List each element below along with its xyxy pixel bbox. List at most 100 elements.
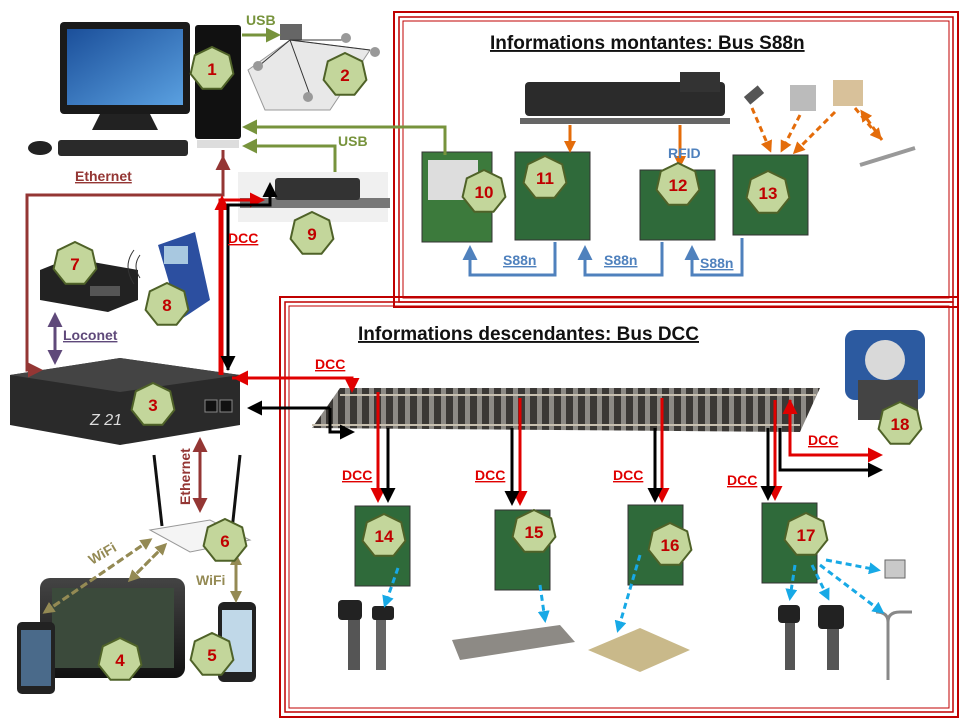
relay-17	[884, 559, 906, 579]
output-arrow-15	[537, 584, 550, 623]
label-dcc-15: DCC	[475, 467, 505, 483]
label-usb-2: USB	[338, 133, 368, 149]
label-dcc-9: DCC	[228, 230, 258, 246]
node-number-16: 16	[661, 536, 680, 555]
z21-logo: Z 21	[89, 412, 122, 429]
output-arrow-17d	[825, 558, 881, 575]
node-number-11: 11	[536, 169, 554, 188]
track-section	[312, 388, 820, 432]
output-arrow-14	[382, 567, 400, 608]
output-arrow-16	[614, 554, 642, 633]
upstream-title: Informations montantes: Bus S88n	[490, 33, 805, 54]
node-badge-11: 11	[522, 154, 568, 199]
node-badge-17: 17	[783, 511, 829, 556]
label-dcc-track: DCC	[315, 356, 345, 372]
node-badge-13: 13	[745, 169, 791, 214]
output-arrow-17b	[810, 564, 830, 601]
node-badge-14: 14	[361, 512, 407, 557]
node-badge-1: 1	[189, 45, 235, 90]
dcc-link-track	[232, 376, 360, 393]
label-s88n-2: S88n	[604, 252, 637, 268]
node-number-13: 13	[759, 184, 778, 203]
node-number-7: 7	[70, 255, 79, 274]
sensor-components	[743, 80, 916, 167]
node-number-15: 15	[525, 523, 544, 542]
label-usb-1: USB	[246, 12, 276, 28]
wifi-arrow-tablet-back	[128, 542, 168, 582]
node-number-6: 6	[220, 532, 229, 551]
s88n-link-13-12	[684, 238, 744, 277]
label-dcc-17: DCC	[727, 472, 757, 488]
mouse	[28, 141, 52, 155]
node-badge-7: 7	[52, 240, 98, 285]
rail-link-track	[328, 408, 355, 440]
node-badge-5: 5	[189, 631, 235, 676]
node-badge-3: 3	[130, 381, 176, 426]
node-number-2: 2	[340, 66, 349, 85]
label-s88n-3: S88n	[700, 255, 733, 271]
node-number-14: 14	[375, 527, 394, 546]
tablet	[40, 578, 185, 678]
label-dcc-16: DCC	[613, 467, 643, 483]
node-badge-18: 18	[877, 400, 923, 445]
node-number-3: 3	[148, 396, 157, 415]
node-number-5: 5	[207, 646, 216, 665]
node-badge-8: 8	[144, 281, 190, 326]
node-badge-6: 6	[202, 517, 248, 562]
node-number-8: 8	[162, 296, 171, 315]
sensor-arrow-13e	[853, 107, 882, 141]
s88n-link-11-10	[462, 242, 557, 277]
label-wifi-1: WiFi	[86, 539, 119, 568]
node-badge-4: 4	[97, 636, 143, 681]
label-wifi-2: WiFi	[196, 572, 225, 588]
sensor-arrow-13b	[780, 114, 802, 153]
downstream-frame	[279, 296, 959, 718]
node-badge-2: 2	[322, 51, 368, 96]
computer-monitor	[28, 22, 190, 156]
node-number-12: 12	[669, 176, 688, 195]
node-number-1: 1	[207, 60, 216, 79]
sensor-arrow-13a	[750, 107, 772, 153]
sensor-arrow-13c	[792, 110, 837, 155]
label-dcc-14: DCC	[342, 467, 372, 483]
dcc-link-9	[218, 192, 265, 375]
node-number-10: 10	[475, 183, 494, 202]
street-lamp	[875, 610, 912, 680]
node-number-9: 9	[307, 225, 316, 244]
output-arrow-17c	[819, 563, 885, 614]
node-badge-16: 16	[647, 521, 693, 566]
sensor-arrow-13d	[860, 109, 884, 141]
keyboard	[58, 140, 188, 156]
node-number-4: 4	[115, 651, 125, 670]
handheld-controller	[127, 232, 210, 320]
node-number-18: 18	[891, 415, 910, 434]
label-ethernet-pc: Ethernet	[75, 168, 132, 184]
label-s88n-1: S88n	[503, 252, 536, 268]
steam-locomotive	[520, 72, 730, 124]
label-loconet: Loconet	[63, 327, 118, 343]
phone-left	[17, 622, 55, 694]
usb-link-10	[242, 119, 447, 155]
s88n-link-12-11	[577, 242, 664, 277]
node-badge-15: 15	[511, 508, 557, 553]
z21-central: Z 21	[10, 358, 240, 445]
node-badge-9: 9	[289, 210, 335, 255]
label-dcc-18: DCC	[808, 432, 838, 448]
output-arrow-17a	[785, 564, 798, 601]
signal-17b	[818, 605, 844, 670]
node-badge-12: 12	[655, 161, 701, 206]
signal-17a	[778, 605, 800, 670]
level-crossing-16	[588, 628, 690, 672]
node-badge-10: 10	[461, 168, 507, 213]
downstream-title: Informations descendantes: Bus DCC	[358, 324, 699, 345]
thomas-locomotive	[845, 330, 925, 420]
signal-14	[338, 600, 394, 670]
usb-link-9	[242, 138, 337, 172]
label-ethernet-router: Ethernet	[177, 448, 193, 505]
label-rfid: RFID	[668, 145, 701, 161]
node-number-17: 17	[797, 526, 816, 545]
turnout-15	[452, 625, 575, 660]
feedback-module-13	[732, 154, 809, 236]
